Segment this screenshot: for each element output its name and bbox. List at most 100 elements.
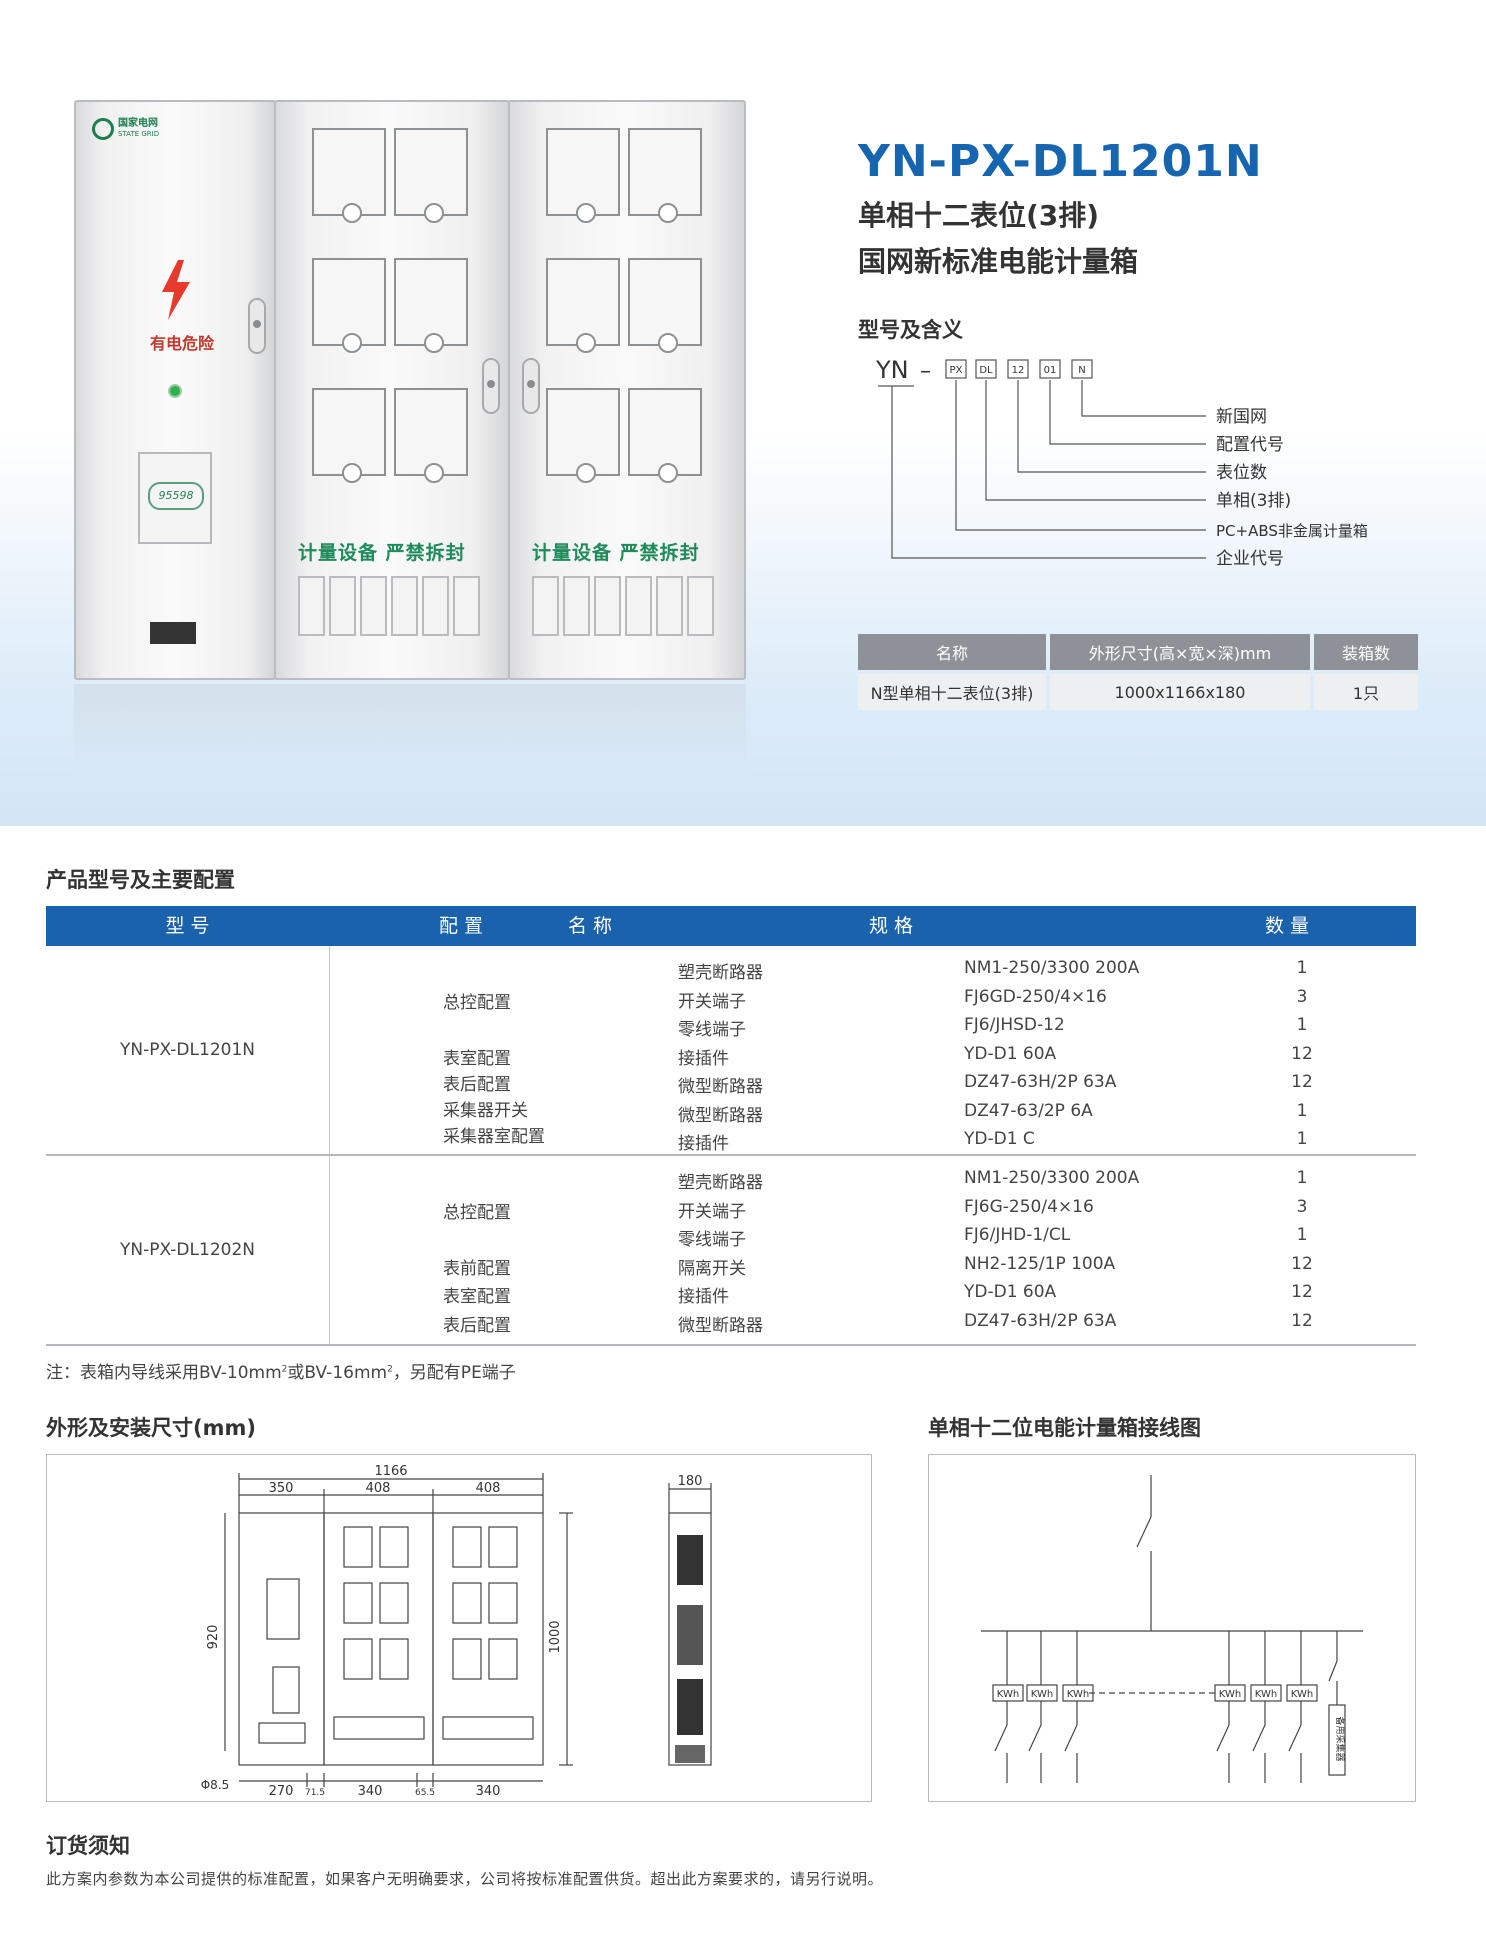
config-table-header: 型 号 配 置 名 称 规 格 数 量 xyxy=(46,906,1416,946)
door-latch-icon xyxy=(248,298,266,354)
item-spec: FJ6/JHD-1/CL xyxy=(964,1225,1071,1245)
item-qty: 1 xyxy=(1296,1015,1308,1035)
config-label: 表室配置 xyxy=(443,1049,511,1069)
config-label: 表后配置 xyxy=(443,1316,511,1336)
meter-label: KWh xyxy=(1291,1689,1313,1700)
code-prefix: YN xyxy=(875,356,909,384)
subtitle-product-name: 国网新标准电能计量箱 xyxy=(858,245,1139,278)
meter-window xyxy=(394,128,468,223)
item-spec: NM1-250/3300 200A xyxy=(964,958,1140,978)
item-spec: YD-D1 60A xyxy=(964,1282,1057,1302)
code-box-5: N xyxy=(1078,365,1085,376)
nameplate xyxy=(150,622,196,644)
meter-label: KWh xyxy=(997,1689,1019,1700)
meter-window xyxy=(546,258,620,353)
header-config: 配 置 xyxy=(439,915,484,937)
spec-header-qty: 装箱数 xyxy=(1314,634,1418,670)
spec-header-name: 名称 xyxy=(858,634,1046,670)
item-spec: FJ6G-250/4×16 xyxy=(964,1197,1094,1217)
item-name: 零线端子 xyxy=(678,1230,746,1250)
dim-height-total: 1000 xyxy=(548,1620,563,1653)
item-name: 接插件 xyxy=(678,1287,729,1307)
meter-window xyxy=(628,128,702,223)
item-name: 隔离开关 xyxy=(678,1259,746,1279)
meter-window xyxy=(628,388,702,483)
meter-window xyxy=(394,388,468,483)
meter-window xyxy=(546,388,620,483)
dimension-drawing: 1166 350 408 408 270 71.5 340 65.5 340 1… xyxy=(201,1464,712,1799)
meter-label: KWh xyxy=(1255,1689,1277,1700)
item-qty: 12 xyxy=(1291,1072,1313,1092)
item-qty: 1 xyxy=(1296,1168,1308,1188)
dim-bottom-2: 71.5 xyxy=(305,1788,325,1798)
code-label-6: 企业代号 xyxy=(1216,549,1284,569)
spec-cell-size: 1000x1166x180 xyxy=(1050,674,1310,710)
indicator-lamp xyxy=(168,384,182,398)
item-name: 塑壳断路器 xyxy=(678,1173,763,1193)
item-qty: 12 xyxy=(1291,1254,1313,1274)
right-cabinet-door: 计量设备 严禁拆封 xyxy=(508,100,746,680)
door-latch-icon xyxy=(482,358,500,414)
item-qty: 1 xyxy=(1296,958,1308,978)
item-qty: 12 xyxy=(1291,1282,1313,1302)
hotline-logo: 95598 xyxy=(148,482,204,510)
config-table: 型 号 配 置 名 称 规 格 数 量 YN-PX-DL1201N 总控配置 表… xyxy=(46,906,1416,1346)
item-qty: 12 xyxy=(1291,1044,1313,1064)
header-model: 型 号 xyxy=(165,915,210,937)
wiring-note: 注：表箱内导线采用BV-10mm2或BV-16mm2，另配有PE端子 xyxy=(46,1358,516,1383)
config-block-1202: YN-PX-DL1202N 总控配置 表前配置 表室配置 表后配置 塑壳断路器 … xyxy=(46,1156,1416,1346)
config-label: 采集器室配置 xyxy=(443,1127,545,1147)
code-box-3: 12 xyxy=(1012,365,1025,376)
code-box-4: 01 xyxy=(1044,365,1057,376)
item-spec: NH2-125/1P 100A xyxy=(964,1254,1116,1274)
model-code-diagram: YN – PX DL 12 01 N 新国网 配置代号 表位数 单相(3排) P… xyxy=(875,356,1368,569)
dim-hole: Φ8.5 xyxy=(201,1778,230,1792)
product-reflection xyxy=(74,684,746,774)
code-label-5: PC+ABS非金属计量箱 xyxy=(1216,522,1368,540)
item-spec: YD-D1 60A xyxy=(964,1044,1057,1064)
meter-label: KWh xyxy=(1219,1689,1241,1700)
item-spec: FJ6GD-250/4×16 xyxy=(964,987,1107,1007)
subtitle-positions: 单相十二表位(3排) xyxy=(858,199,1100,232)
meter-window xyxy=(312,128,386,223)
item-name: 接插件 xyxy=(678,1134,729,1154)
danger-warning-label: 有电危险 xyxy=(149,334,214,353)
block-model: YN-PX-DL1201N xyxy=(120,1040,255,1060)
logo-cn: 国家电网 xyxy=(118,118,158,129)
item-spec: DZ47-63/2P 6A xyxy=(964,1101,1093,1121)
config-label: 表室配置 xyxy=(443,1287,511,1307)
item-spec: YD-D1 C xyxy=(964,1129,1035,1149)
config-label: 总控配置 xyxy=(443,993,511,1013)
item-spec: DZ47-63H/2P 63A xyxy=(964,1311,1117,1331)
meter-window xyxy=(312,258,386,353)
header-qty: 数 量 xyxy=(1265,915,1310,937)
code-dash: – xyxy=(920,359,931,384)
breaker-slots xyxy=(298,576,480,636)
collector-label: 备用采集器 xyxy=(1334,1716,1346,1761)
note-sup: 2 xyxy=(387,1364,393,1375)
seal-warning-label: 计量设备 严禁拆封 xyxy=(298,542,466,564)
config-block-1201: YN-PX-DL1201N 总控配置 表室配置 表后配置 采集器开关 采集器室配… xyxy=(46,946,1416,1156)
note-part: 注：表箱内导线采用BV-10mm xyxy=(46,1363,282,1383)
dim-bottom-4: 65.5 xyxy=(415,1788,435,1798)
wiring-diagram-box: KWh KWh KWh KWh KWh KWh 备用采集器 xyxy=(928,1454,1416,1802)
dim-bottom-5: 340 xyxy=(476,1784,501,1799)
left-cabinet-door: 国家电网 STATE GRID 有电危险 95598 xyxy=(74,100,276,680)
item-qty: 1 xyxy=(1296,1101,1308,1121)
note-part: 或BV-16mm xyxy=(287,1363,388,1383)
config-label: 采集器开关 xyxy=(443,1101,528,1121)
dimension-drawing-box: 1166 350 408 408 270 71.5 340 65.5 340 1… xyxy=(46,1454,872,1802)
item-name: 塑壳断路器 xyxy=(678,963,763,983)
dim-total-width: 1166 xyxy=(374,1464,407,1479)
spec-table: 名称 外形尺寸(高×宽×深)mm 装箱数 N型单相十二表位(3排) 1000x1… xyxy=(854,630,1422,714)
config-label: 表后配置 xyxy=(443,1075,511,1095)
meter-window xyxy=(628,258,702,353)
block-model: YN-PX-DL1202N xyxy=(120,1240,255,1260)
product-photo: 国家电网 STATE GRID 有电危险 95598 计量设备 严禁拆封 xyxy=(74,100,746,680)
item-name: 微型断路器 xyxy=(678,1106,763,1126)
service-window: 95598 xyxy=(138,452,212,544)
meter-window xyxy=(312,388,386,483)
dim-depth: 180 xyxy=(678,1474,703,1489)
wiring-diagram: KWh KWh KWh KWh KWh KWh 备用采集器 xyxy=(981,1475,1363,1783)
item-qty: 3 xyxy=(1296,1197,1308,1217)
